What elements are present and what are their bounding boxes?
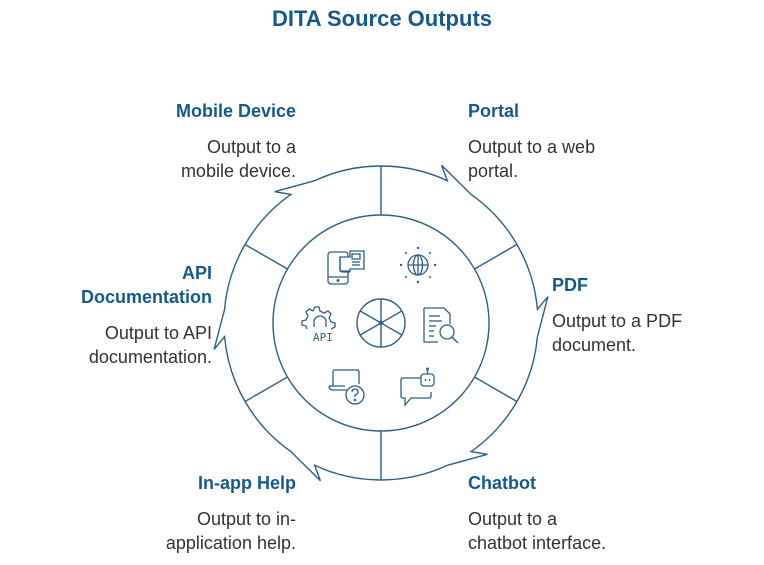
ring-divider [474,243,518,270]
mobile-document-icon [327,250,365,285]
desc-in-app-help: Output to in- application help. [166,507,296,555]
ring-segment [380,401,518,481]
center-wheel-icon [356,298,406,348]
ring-segment [244,165,382,245]
api-gear-icon: API [301,306,336,344]
desc-chatbot: Output to a chatbot interface. [468,507,606,555]
desc-line: mobile device. [180,161,296,181]
desc-line: Output to a PDF [552,311,683,331]
ring-segment [213,244,246,402]
laptop-help-icon [328,369,365,405]
desc-line: documentation. [88,347,212,367]
api-icon-text: API [313,331,333,344]
desc-api-documentation: Output to API documentation. [89,321,212,369]
label-api-documentation: API Documentation [81,261,212,309]
document-search-icon [423,307,459,344]
desc-pdf: Output to a PDF document. [552,309,682,357]
page-title: DITA Source Outputs [272,6,492,31]
chatbot-icon [400,367,435,407]
label-line: Documentation [80,287,212,307]
label-chatbot: Chatbot [468,473,536,493]
ring-divider [244,376,288,403]
label-mobile-device: Mobile Device [175,101,296,121]
ring-segment [244,401,382,482]
desc-line: chatbot interface. [468,533,607,553]
desc-portal: Output to a web portal. [468,135,595,183]
desc-line: Output to a [468,509,558,529]
ring-segment [380,164,518,245]
desc-line: document. [552,335,637,355]
ring-divider [474,376,518,403]
globe-icon [399,246,437,284]
desc-line: Output to API [104,323,212,343]
desc-mobile-device: Output to a mobile device. [181,135,296,183]
desc-line: Output to in- [196,509,296,529]
label-pdf: PDF [552,275,588,295]
label-line: API [181,263,212,283]
ring-segment [516,244,549,402]
desc-line: application help. [165,533,296,553]
label-in-app-help: In-app Help [198,473,296,493]
label-portal: Portal [468,101,520,121]
desc-line: Output to a [206,137,296,157]
ring-divider [244,243,288,270]
desc-line: Output to a web [468,137,596,157]
desc-line: portal. [468,161,519,181]
